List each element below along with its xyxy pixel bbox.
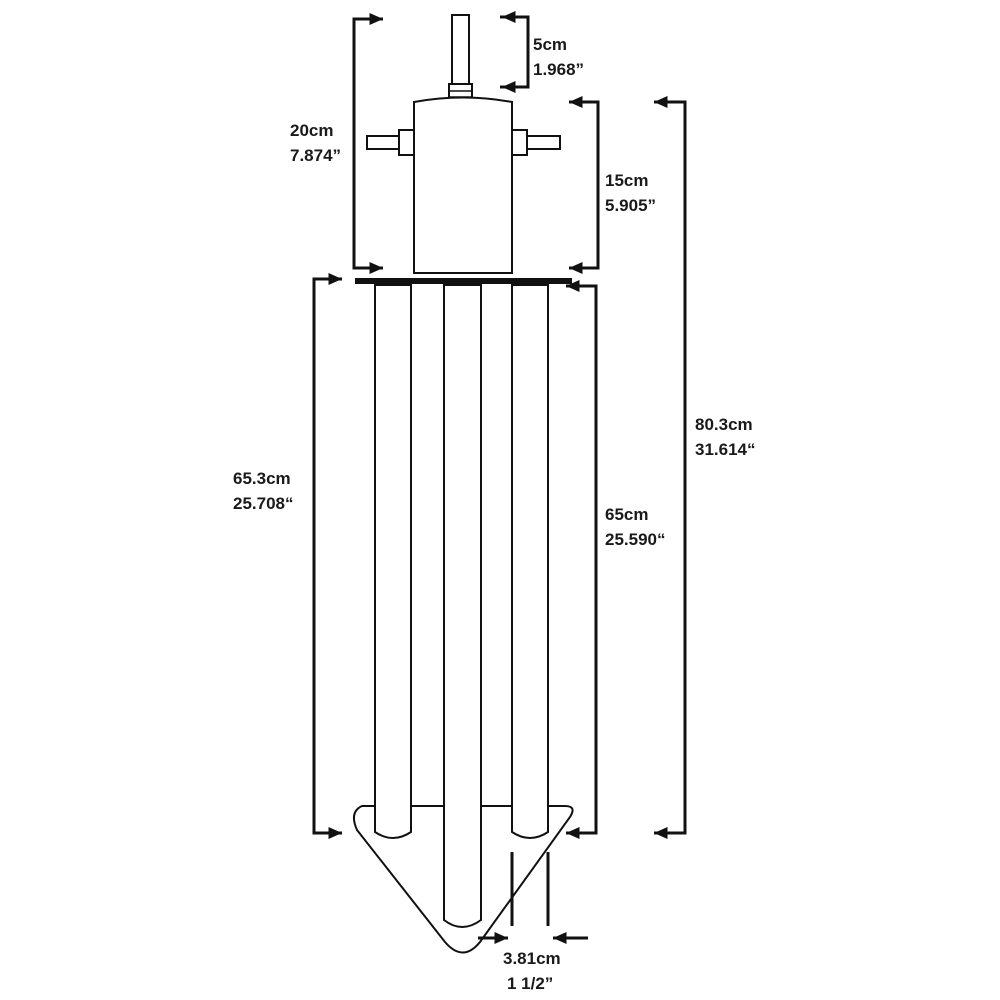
dim-inner-leg-bracket [566,284,598,835]
base-plate [355,278,572,284]
overall-height-metric: 80.3cm [695,415,753,434]
rod-length-imperial: 1.968” [533,60,584,79]
tube-diameter-metric: 3.81cm [503,949,561,968]
left-pin [366,135,402,150]
rod-length-metric: 5cm [533,35,567,54]
tube-diameter-imperial: 1 1/2” [507,974,553,993]
right-pin-nut [511,129,528,156]
dim-overall-bracket [654,100,687,835]
tube-right [511,284,549,839]
head-height-imperial: 5.905” [605,196,656,215]
tube-left [374,284,412,839]
stake-drawing [352,14,574,954]
dim-outer-leg-bracket [312,277,342,835]
dim-rod-bracket [500,15,530,89]
right-pin [525,135,561,150]
inner-leg-imperial: 25.590“ [605,530,666,549]
overall-height-imperial: 31.614“ [695,440,756,459]
head-cylinder [413,96,513,274]
outer-leg-imperial: 25.708“ [233,494,294,513]
top-rod [451,14,470,88]
dim-head-bracket [569,100,600,270]
dimension-labels: 5cm 1.968” 20cm 7.874” 15cm 5.905” 80.3c… [233,35,756,993]
outer-leg-metric: 65.3cm [233,469,291,488]
head-height-metric: 15cm [605,171,648,190]
inner-leg-metric: 65cm [605,505,648,524]
tube-center [443,284,482,928]
dimension-lines [312,11,687,944]
left-pin-nut [398,129,415,156]
top-height-metric: 20cm [290,121,333,140]
top-height-imperial: 7.874” [290,146,341,165]
